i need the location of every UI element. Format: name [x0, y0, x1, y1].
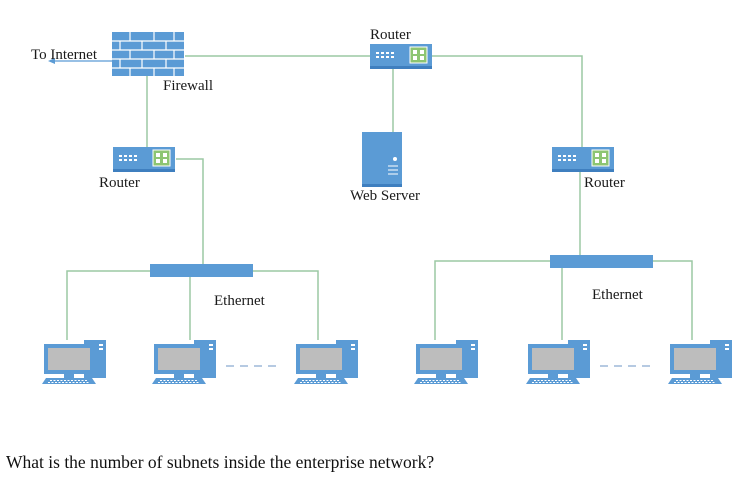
to-internet-label: To Internet	[31, 47, 98, 63]
link-ethernet-right-pc3	[653, 260, 693, 340]
link-router-left-ethernet-left	[176, 158, 204, 264]
server-tower-icon	[362, 132, 402, 187]
question-text: What is the number of subnets inside the…	[6, 452, 435, 472]
link-ethernet-right-pc1	[434, 260, 550, 340]
desktop-computer-icon	[413, 339, 479, 385]
ethernet-right-label: Ethernet	[592, 287, 644, 303]
router-left-icon	[112, 146, 176, 173]
internet-link	[48, 58, 112, 64]
router-top-icon	[369, 43, 433, 70]
ethernet-left-label: Ethernet	[214, 293, 266, 309]
ethernet-bus-right	[550, 255, 653, 268]
desktop-computer-icon	[151, 339, 217, 385]
router-top-label: Router	[370, 27, 411, 43]
brick-wall-icon	[112, 32, 184, 76]
router-right-label: Router	[584, 175, 625, 191]
ethernet-bus-left	[150, 264, 253, 277]
link-router-top-router-right	[432, 55, 583, 148]
desktop-computer-icon	[293, 339, 359, 385]
router-left-label: Router	[99, 175, 140, 191]
desktop-computer-icon	[667, 339, 733, 385]
link-ethernet-left-pc1	[66, 270, 150, 340]
web-server-label: Web Server	[350, 188, 420, 204]
desktop-computer-icon	[41, 339, 107, 385]
links	[66, 55, 693, 340]
router-right-icon	[551, 146, 615, 173]
firewall-label: Firewall	[163, 78, 213, 94]
desktop-computer-icon	[525, 339, 591, 385]
link-ethernet-left-pc3	[253, 270, 319, 340]
